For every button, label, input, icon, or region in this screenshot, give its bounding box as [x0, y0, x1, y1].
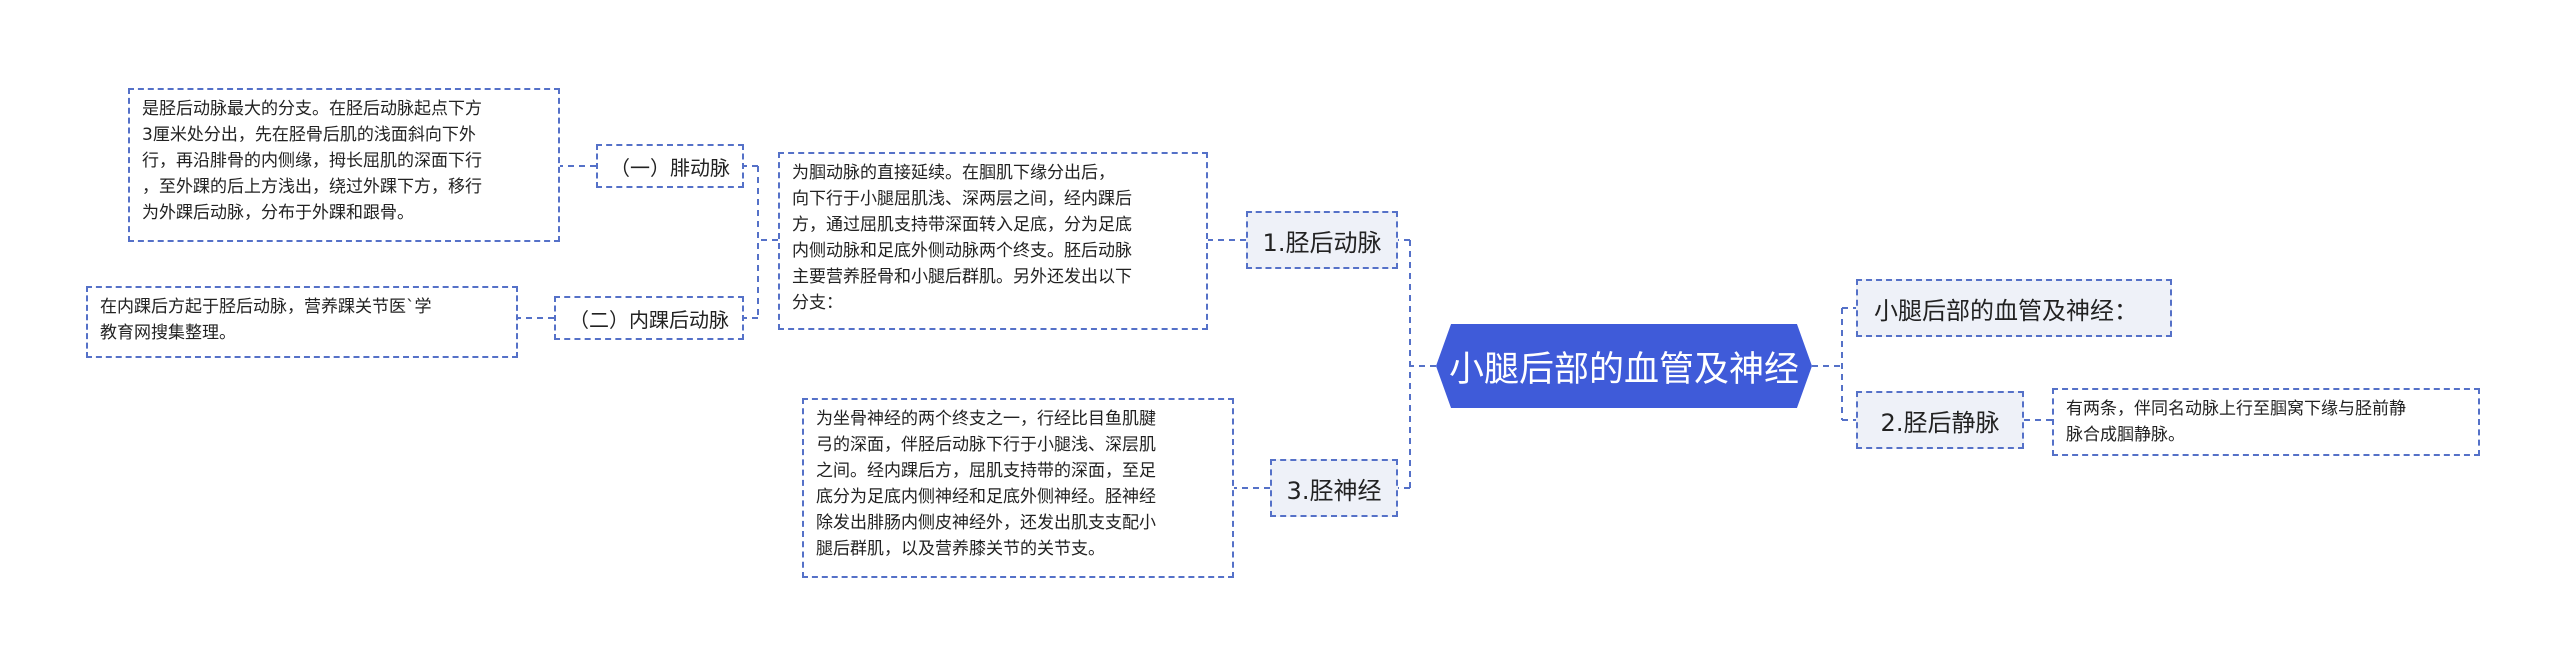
topic-posterior-tibial-vein-label: 2.胫后静脉 [1880, 408, 2000, 437]
topic-tibial-nerve-label: 3.胫神经 [1286, 476, 1382, 505]
topic-tibial-nerve[interactable]: 3.胫神经 [1270, 459, 1398, 517]
topic-overview[interactable]: 小腿后部的血管及神经： [1856, 279, 2172, 337]
note-posterior-tibial-vein: 有两条，伴同名动脉上行至腘窝下缘与胫前静 脉合成腘静脉。 [2052, 388, 2480, 456]
note-peroneal-artery: 是胫后动脉最大的分支。在胫后动脉起点下方 3厘米处分出，先在胫骨后肌的浅面斜向下… [128, 88, 560, 242]
topic-posterior-tibial-artery-label: 1.胫后动脉 [1262, 228, 1382, 257]
note-tibial-nerve: 为坐骨神经的两个终支之一，行经比目鱼肌腱 弓的深面，伴胫后动脉下行于小腿浅、深层… [802, 398, 1234, 578]
branch-peroneal-artery[interactable]: （一）腓动脉 [596, 144, 744, 188]
root-topic[interactable]: 小腿后部的血管及神经 [1436, 324, 1812, 408]
note-posterior-medial-malleolar-artery: 在内踝后方起于胫后动脉，营养踝关节医`学 教育网搜集整理。 [86, 286, 518, 358]
topic-overview-label: 小腿后部的血管及神经： [1874, 296, 2138, 325]
branch-peroneal-artery-label: （一）腓动脉 [610, 155, 730, 180]
branch-posterior-medial-malleolar-artery[interactable]: （二）内踝后动脉 [554, 296, 744, 340]
topic-posterior-tibial-artery[interactable]: 1.胫后动脉 [1246, 211, 1398, 269]
topic-posterior-tibial-vein[interactable]: 2.胫后静脉 [1856, 391, 2024, 449]
root-topic-label: 小腿后部的血管及神经 [1448, 349, 1799, 390]
branch-posterior-medial-malleolar-artery-label: （二）内踝后动脉 [569, 307, 729, 332]
note-posterior-tibial-artery: 为腘动脉的直接延续。在腘肌下缘分出后， 向下行于小腿屈肌浅、深两层之间，经内踝后… [778, 152, 1208, 330]
